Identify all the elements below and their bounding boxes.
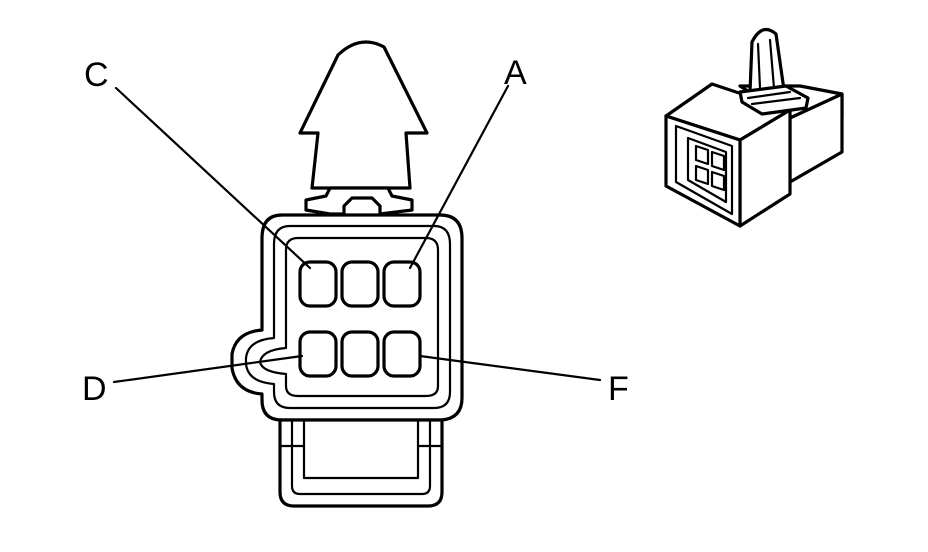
iso-latch-base-detail bbox=[746, 90, 802, 106]
iso-latch-tab bbox=[748, 27, 786, 94]
latch-base bbox=[304, 186, 414, 216]
iso-latch-base bbox=[738, 84, 810, 116]
locking-tab bbox=[298, 40, 429, 190]
terminal-cavity-f bbox=[382, 330, 422, 378]
pin-label-d: D bbox=[82, 370, 107, 408]
front-face-recess-inner bbox=[686, 136, 728, 204]
iso-cavity bbox=[694, 144, 710, 166]
terminal-cavity-a bbox=[382, 260, 422, 308]
terminal-cavity-e bbox=[340, 330, 380, 378]
wire-shroud bbox=[278, 418, 444, 508]
terminal-cavity-b bbox=[340, 260, 380, 308]
iso-cavity bbox=[710, 150, 726, 172]
connector-housing-rim bbox=[244, 224, 452, 410]
connector-isometric-view bbox=[664, 27, 844, 228]
connector-front-view bbox=[230, 40, 464, 508]
iso-cavity bbox=[710, 170, 726, 192]
connector-cavity-wall bbox=[258, 236, 440, 398]
leader-line-a bbox=[408, 84, 510, 270]
terminal-cavity-c bbox=[298, 260, 338, 308]
terminal-cavity-d bbox=[298, 330, 338, 378]
iso-latch-detail bbox=[756, 38, 776, 90]
front-face-recess bbox=[674, 124, 734, 216]
leader-line-d bbox=[112, 354, 304, 384]
wire-shroud-inner bbox=[290, 418, 432, 496]
pin-label-a: A bbox=[504, 54, 527, 92]
leader-lines bbox=[112, 84, 602, 384]
leader-line-f bbox=[418, 354, 602, 382]
connector-housing-outer bbox=[230, 213, 464, 422]
pin-label-c: C bbox=[84, 56, 109, 94]
leader-line-c bbox=[114, 86, 312, 270]
wire-shroud-window bbox=[302, 418, 420, 480]
iso-cavity bbox=[694, 164, 710, 186]
pin-label-f: F bbox=[608, 370, 629, 408]
